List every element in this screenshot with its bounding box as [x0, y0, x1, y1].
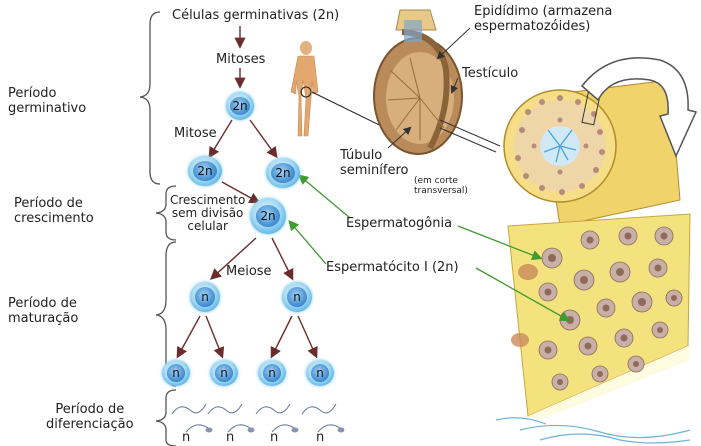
mitose-label: Mitose	[174, 126, 217, 141]
meiose-label: Meiose	[226, 264, 272, 279]
cell-spermatid-4: n	[306, 360, 334, 386]
spermatozoon-n-3: n	[270, 430, 279, 445]
period-bracket-crescimento	[155, 185, 177, 241]
spermatozoon-n-4: n	[316, 430, 325, 445]
cell-secondary-left: n	[190, 282, 220, 312]
cell-spermatogonia-right: 2n	[266, 158, 300, 188]
cell-spermatogonia-left: 2n	[188, 156, 222, 186]
cell-germinative: 2n	[226, 92, 254, 120]
cell-spermatid-3: n	[258, 360, 286, 386]
celulas-germinativas-label: Células germinativas (2n)	[172, 8, 340, 23]
spermatozoon-n-2: n	[226, 430, 235, 445]
period-bracket-germinativo	[139, 11, 161, 185]
lumen-sperm	[495, 417, 691, 444]
testiculo-label: Testículo	[462, 66, 519, 81]
cell-spermatid-1: n	[162, 360, 190, 386]
spermatozoon-n-1: n	[182, 430, 191, 445]
tubule-cross-section	[503, 79, 681, 227]
testis-illustration	[373, 9, 463, 155]
cell-primary-spermatocyte: 2n	[250, 198, 286, 234]
zoom-arrow	[580, 57, 698, 158]
period-bracket-diferenciacao	[155, 389, 177, 446]
espermatocito-label: Espermatócito I (2n)	[326, 260, 459, 275]
cell-spermatid-2: n	[210, 360, 238, 386]
flow-arrows	[176, 26, 318, 359]
cell-secondary-right: n	[282, 282, 312, 312]
green-pointers	[288, 174, 571, 322]
mitoses-label: Mitoses	[216, 52, 266, 67]
human-figure	[290, 41, 319, 137]
tubule-wedge	[507, 213, 691, 420]
spermatids-row	[171, 403, 341, 433]
espermatogonia-label: Espermatogônia	[346, 216, 453, 231]
